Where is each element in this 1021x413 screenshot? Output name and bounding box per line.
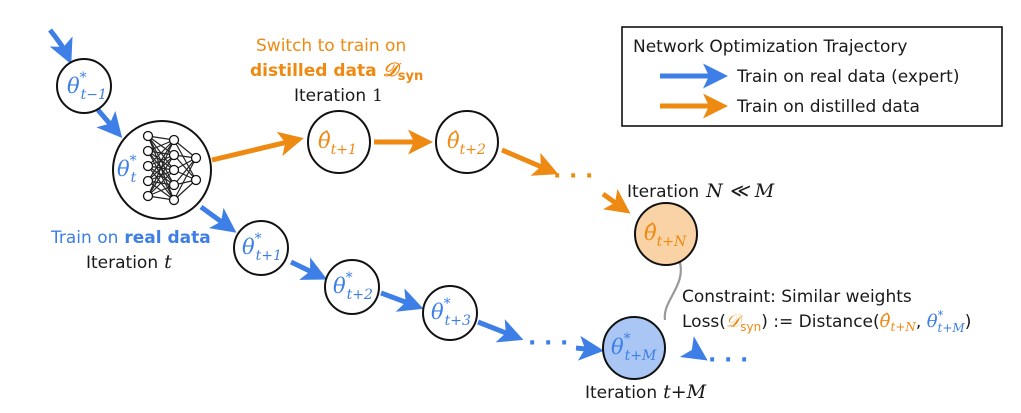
arrow-t1-to-t2 xyxy=(289,257,328,280)
legend: Network Optimization Trajectory Train on… xyxy=(621,26,1003,127)
neural-network-icon xyxy=(142,130,202,206)
svg-text:θ*t+2: θ*t+2 xyxy=(333,270,373,303)
constraint-line xyxy=(663,258,682,321)
svg-text:θ*t+3: θ*t+3 xyxy=(431,296,471,329)
svg-text:θ*t: θ*t xyxy=(117,153,137,186)
distilled-trajectory: · · · xyxy=(211,129,631,214)
arrow-t3-to-dots xyxy=(477,319,524,343)
arrow-dots-to-hatN xyxy=(601,188,631,214)
distilled-ellipsis: · · · xyxy=(553,164,593,189)
legend-real-label: Train on real data (expert) xyxy=(736,67,959,87)
real-ellipsis-2: · · · xyxy=(708,348,748,373)
arrow-entry xyxy=(48,28,73,65)
arrow-tM-out xyxy=(679,336,708,361)
real-ellipsis-1: · · · xyxy=(528,331,568,356)
legend-title: Network Optimization Trajectory xyxy=(633,37,907,57)
constraint-label: Constraint: Similar weights Loss(𝒟syn) :… xyxy=(682,287,971,335)
arrow-dots-to-tM xyxy=(575,335,604,361)
legend-distilled-label: Train on distilled data xyxy=(736,97,920,117)
node-theta-hat-t-plus-n: θ̂t+N xyxy=(634,202,698,266)
node-theta-t: θ*t xyxy=(112,120,212,220)
node-theta-t-plus-2: θ*t+2 xyxy=(324,259,380,315)
svg-text:θ̂t+1: θ̂t+1 xyxy=(318,129,357,158)
node-theta-hat-t-plus-2: θ̂t+2 xyxy=(435,110,499,174)
constraint-line1: Constraint: Similar weights xyxy=(682,287,912,307)
switch-line1: Switch to train on xyxy=(256,36,406,56)
svg-text:θ̂t+2: θ̂t+2 xyxy=(447,129,486,158)
arrow-t-to-hat1 xyxy=(211,131,304,163)
node-theta-t-plus-m: θ*t+M xyxy=(602,316,666,380)
arrow-t2-to-t3 xyxy=(380,288,424,312)
svg-text:θ*t+M: θ*t+M xyxy=(611,331,657,364)
loss-equation: Loss(𝒟syn) := Distance(θ̂t+N, θ*t+M) xyxy=(682,308,971,335)
arrow-t-to-t1 xyxy=(199,204,237,233)
svg-text:θ̂t+N: θ̂t+N xyxy=(644,221,687,250)
svg-text:θ*t−1: θ*t−1 xyxy=(67,70,107,103)
node-theta-hat-t-plus-1: θ̂t+1 xyxy=(307,110,371,174)
arrow-hat2-to-dots xyxy=(501,147,559,176)
node-theta-t-minus-1: θ*t−1 xyxy=(56,58,112,114)
svg-text:θ*t+1: θ*t+1 xyxy=(242,231,282,264)
real-trajectory: · · · · · · xyxy=(48,28,748,373)
node-theta-t-plus-3: θ*t+3 xyxy=(422,285,478,341)
arrow-tm1-to-t xyxy=(96,108,123,139)
node-theta-t-plus-1: θ*t+1 xyxy=(233,220,289,276)
